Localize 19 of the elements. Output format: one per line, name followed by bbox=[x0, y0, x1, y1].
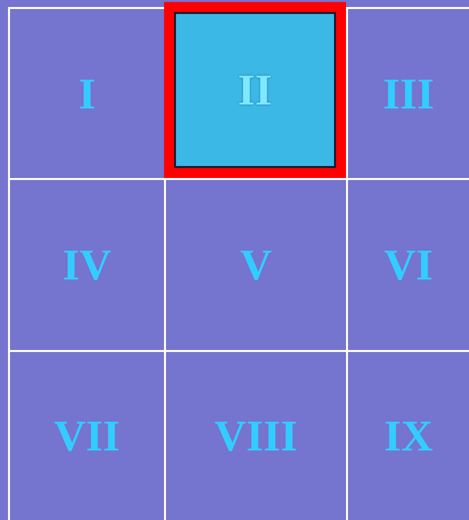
highlight-frame bbox=[164, 2, 346, 178]
grid-cell bbox=[164, 350, 346, 520]
grid-cell bbox=[346, 178, 469, 350]
roman-numeral: III bbox=[382, 68, 434, 119]
grid-cell bbox=[8, 178, 164, 350]
roman-numeral: II bbox=[238, 64, 272, 116]
roman-numeral: V bbox=[240, 240, 272, 290]
roman-numeral: IV bbox=[62, 240, 112, 290]
selected-square bbox=[174, 12, 336, 168]
grid-cell bbox=[346, 7, 469, 178]
roman-numeral: VIII bbox=[214, 410, 298, 462]
grid-cell bbox=[346, 350, 469, 520]
roman-numeral: VI bbox=[384, 240, 433, 290]
grid-cell bbox=[164, 178, 346, 350]
roman-numeral: IX bbox=[384, 410, 433, 462]
roman-numeral: VII bbox=[54, 410, 120, 462]
grid-cell bbox=[8, 7, 164, 178]
roman-numeral: I bbox=[78, 68, 96, 119]
grid-cell bbox=[8, 350, 164, 520]
